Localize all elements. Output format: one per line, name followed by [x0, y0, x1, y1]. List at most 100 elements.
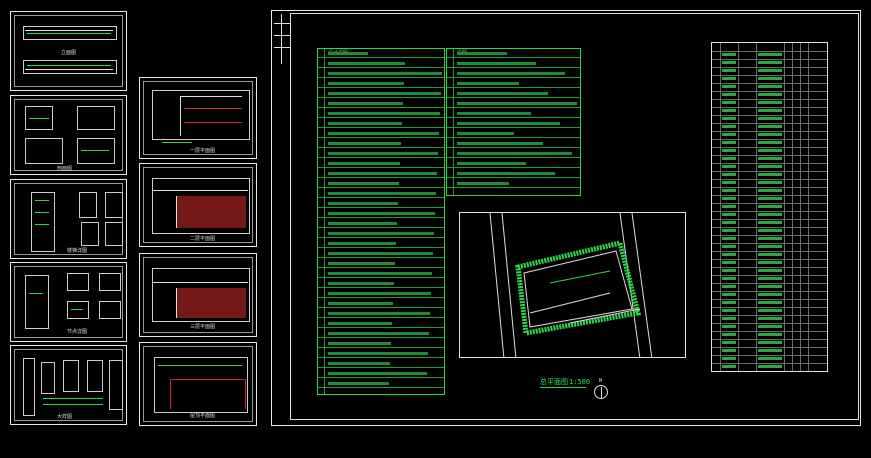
- note-text-line: [328, 332, 429, 335]
- table-cell-text: [758, 53, 782, 56]
- note-text-line: [328, 172, 437, 175]
- notes-row-divider: [318, 287, 444, 288]
- drawing-list-table: [711, 42, 828, 372]
- notes-row-divider: [447, 77, 580, 78]
- table-cell-text: [758, 269, 782, 272]
- notes-row-divider: [447, 187, 580, 188]
- table-cell-text: [722, 157, 736, 160]
- note-text-line: [328, 202, 398, 205]
- note-text-line: [328, 192, 436, 195]
- table-row-divider: [712, 339, 827, 340]
- table-row-divider: [712, 315, 827, 316]
- table-row-divider: [712, 75, 827, 76]
- table-cell-text: [722, 149, 736, 152]
- notes-row-divider: [318, 127, 444, 128]
- note-text-line: [328, 262, 395, 265]
- notes-row-divider: [318, 87, 444, 88]
- note-text-line: [328, 342, 391, 345]
- note-text-line: [328, 312, 430, 315]
- table-cell-text: [758, 141, 782, 144]
- note-text-line: [457, 132, 514, 135]
- thumbnail-sheet-section[interactable]: 剖面图: [10, 95, 127, 175]
- table-cell-text: [758, 93, 782, 96]
- table-row-divider: [712, 147, 827, 148]
- note-text-line: [457, 62, 536, 65]
- note-text-line: [328, 82, 404, 85]
- notes-row-divider: [318, 327, 444, 328]
- table-cell-text: [722, 317, 736, 320]
- table-cell-text: [722, 173, 736, 176]
- thumbnail-sheet-floor-1[interactable]: 一层平面图: [139, 77, 257, 159]
- thumbnail-sheet-stair[interactable]: 楼梯详图: [10, 179, 127, 259]
- table-cell-text: [758, 109, 782, 112]
- notes-row-divider: [318, 257, 444, 258]
- table-cell-text: [722, 325, 736, 328]
- table-row-divider: [712, 355, 827, 356]
- notes-row-divider: [447, 167, 580, 168]
- table-cell-text: [758, 357, 782, 360]
- table-row-divider: [712, 251, 827, 252]
- table-cell-text: [758, 349, 782, 352]
- table-row-divider: [712, 307, 827, 308]
- table-cell-text: [758, 285, 782, 288]
- table-row-divider: [712, 299, 827, 300]
- table-cell-text: [722, 61, 736, 64]
- table-cell-text: [758, 325, 782, 328]
- table-cell-text: [758, 365, 782, 368]
- site-plan-drawing[interactable]: [459, 212, 686, 358]
- note-text-line: [328, 362, 390, 365]
- table-row-divider: [712, 91, 827, 92]
- notes-row-divider: [318, 377, 444, 378]
- table-row-divider: [712, 203, 827, 204]
- notes-row-divider: [447, 117, 580, 118]
- table-cell-text: [758, 133, 782, 136]
- thumbnail-sheet-floor-3[interactable]: 三层平面图: [139, 253, 257, 337]
- notes-row-divider: [447, 147, 580, 148]
- note-text-line: [328, 142, 401, 145]
- table-row-divider: [712, 51, 827, 52]
- table-row-divider: [712, 259, 827, 260]
- note-text-line: [457, 122, 560, 125]
- table-cell-text: [758, 165, 782, 168]
- note-text-line: [457, 152, 572, 155]
- note-text-line: [457, 182, 509, 185]
- table-row-divider: [712, 331, 827, 332]
- table-cell-text: [722, 69, 736, 72]
- notes-row-divider: [318, 187, 444, 188]
- notes-row-divider: [318, 317, 444, 318]
- table-row-divider: [712, 187, 827, 188]
- thumbnail-label: 二层平面图: [190, 236, 216, 242]
- thumbnail-sheet-large-detail[interactable]: 大样图: [10, 345, 127, 425]
- thumbnail-sheet-detail[interactable]: 节点详图: [10, 262, 127, 342]
- table-cell-text: [722, 261, 736, 264]
- thumbnail-sheet-elevation[interactable]: 立面图: [10, 11, 127, 91]
- notes-row-divider: [318, 207, 444, 208]
- table-cell-text: [758, 173, 782, 176]
- note-text-line: [328, 132, 439, 135]
- sheet-border: [14, 183, 123, 255]
- notes-row-divider: [447, 137, 580, 138]
- table-cell-text: [758, 117, 782, 120]
- notes-row-divider: [447, 57, 580, 58]
- thumbnail-sheet-floor-2[interactable]: 二层平面图: [139, 163, 257, 247]
- title-strip-divider: [281, 14, 282, 64]
- sheet-border: [143, 167, 253, 243]
- table-cell-text: [722, 189, 736, 192]
- north-arrow-icon: [594, 385, 608, 399]
- table-cell-text: [758, 237, 782, 240]
- table-cell-text: [722, 53, 736, 56]
- table-row-divider: [712, 139, 827, 140]
- notes-row-divider: [318, 357, 444, 358]
- sheet-border: [14, 99, 123, 171]
- sheet-border: [143, 81, 253, 155]
- main-drawing-sheet[interactable]: 设计说明 说明 总平面图 1:500 N: [271, 10, 861, 426]
- table-cell-text: [758, 85, 782, 88]
- table-row-divider: [712, 99, 827, 100]
- thumbnail-label: 屋顶平面图: [190, 413, 216, 419]
- thumbnail-sheet-roof[interactable]: 屋顶平面图: [139, 342, 257, 426]
- table-cell-text: [722, 285, 736, 288]
- table-cell-text: [758, 309, 782, 312]
- note-text-line: [457, 162, 526, 165]
- table-row-divider: [712, 211, 827, 212]
- table-cell-text: [722, 197, 736, 200]
